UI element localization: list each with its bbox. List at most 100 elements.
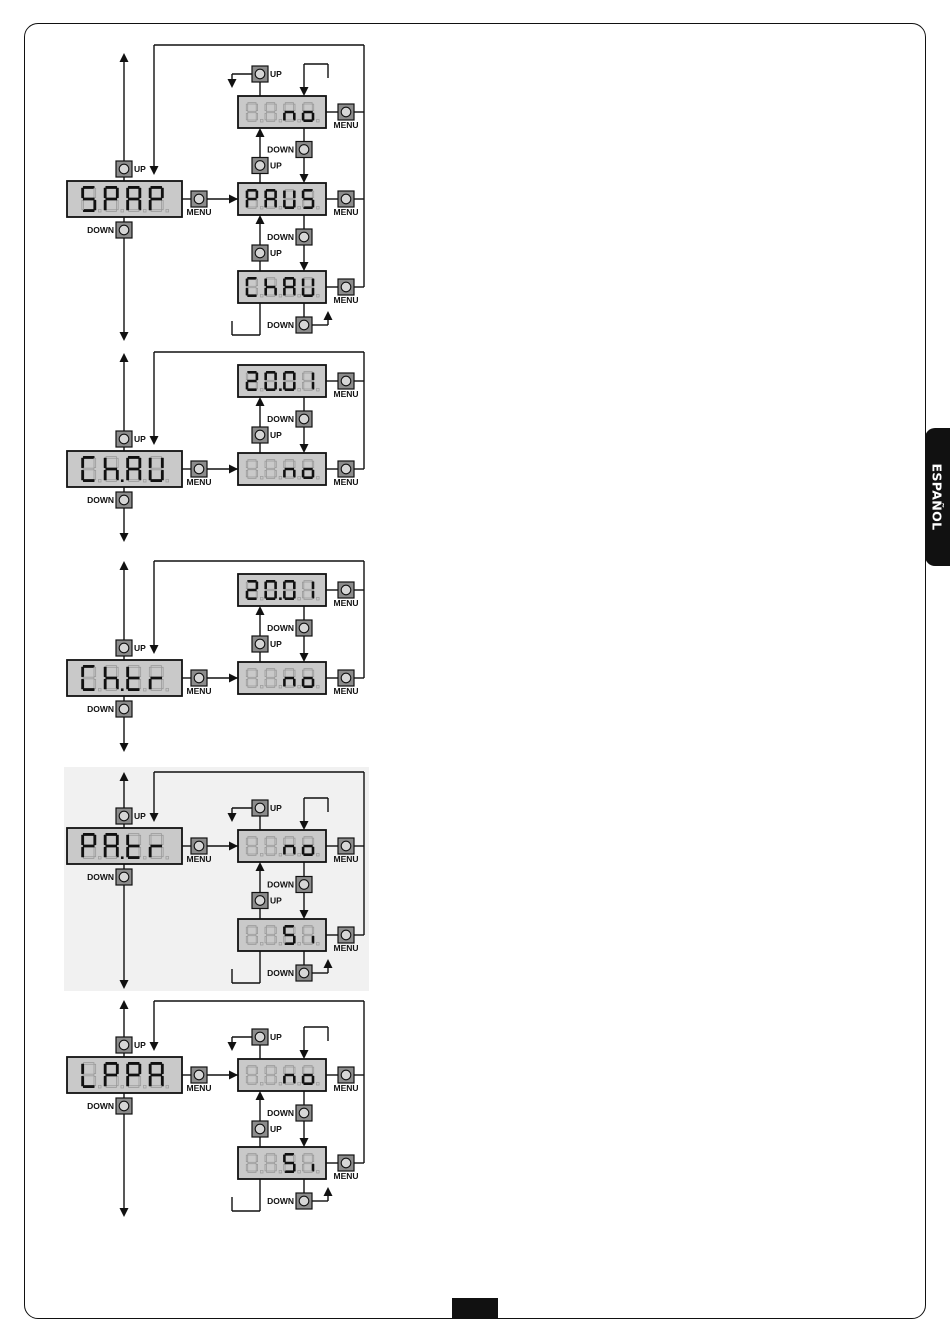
segment-on [266,198,275,201]
seven-segment-display: no [238,830,326,862]
push-button-icon [338,279,354,295]
push-button-icon [252,427,268,443]
segment-on [150,1074,162,1077]
button-cap [299,145,309,155]
segment-on [246,382,249,390]
segment-on [93,200,96,210]
segment-on [116,188,119,198]
segment-on [128,1062,140,1065]
menu-label: MENU [186,686,211,696]
segment-on [104,188,107,198]
segment-on [283,113,286,121]
arrow-icon [150,1042,159,1051]
button-cap [119,1101,129,1111]
segment-on [283,591,286,599]
segment-on [285,111,294,114]
segment-on [283,191,286,199]
segment-on [246,279,249,287]
segment-on [293,679,296,687]
arrow-icon [120,743,129,752]
button-cap [119,643,129,653]
button-cap [255,896,265,906]
segment-on [149,458,152,468]
down-label: DOWN [267,623,294,633]
push-button-icon [191,838,207,854]
arrow-icon [120,561,129,570]
segment-on [104,470,107,480]
seven-segment-display: no [238,1059,326,1091]
menu-label: MENU [333,1083,358,1093]
segment-on [303,845,312,848]
segment-on [126,458,129,468]
segment-on [266,286,275,289]
down-label: DOWN [87,872,114,882]
segment-on [302,113,305,121]
segment-on [285,934,294,937]
segment-on [161,1064,164,1074]
segment-on [126,1076,129,1086]
segment-on [247,580,256,583]
segment-on [274,382,277,390]
arrow-icon [300,262,309,271]
down-label: DOWN [267,320,294,330]
display-body [238,830,326,862]
push-button-icon [338,191,354,207]
seven-segment-display: ChAU [238,271,326,303]
arrow-icon [256,215,265,224]
segment-on [293,1164,296,1172]
button-cap [299,414,309,424]
button-cap [255,803,265,813]
segment-on [264,373,267,381]
menu-label: MENU [186,477,211,487]
segment-on [312,1164,315,1172]
push-button-icon [116,701,132,717]
seven-segment-display: Ch.tr [67,660,182,696]
button-cap [341,464,351,474]
down-label: DOWN [267,1108,294,1118]
segment-on [302,1076,305,1084]
arrow-icon [300,174,309,183]
push-button-icon [338,838,354,854]
segment-on [104,458,107,468]
segment-on [149,1076,152,1086]
segment-on [83,845,95,848]
button-cap [194,1070,204,1080]
segment-on [116,470,119,480]
down-label: DOWN [267,145,294,155]
decimal-point [121,688,124,691]
push-button-icon [116,431,132,447]
push-button-icon [338,104,354,120]
segment-on [161,470,164,480]
button-cap [341,585,351,595]
segment-on [247,198,256,201]
segment-on [138,458,141,468]
segment-on [150,677,162,680]
button-cap [299,968,309,978]
push-button-icon [338,927,354,943]
segment-on [274,373,277,381]
menu-label: MENU [333,389,358,399]
segment-on [264,200,267,208]
arrow-icon [229,195,238,204]
segment-on [126,1064,129,1074]
segment-on [264,382,267,390]
segment-on [138,200,141,210]
arrow-icon [324,311,333,320]
button-cap [194,841,204,851]
seven-segment-display: Si [238,919,326,951]
segment-on [283,200,286,208]
segment-on [285,942,294,945]
segment-on [150,186,162,189]
arrow-icon [120,1208,129,1217]
segment-on [285,597,294,600]
arrow-icon [300,87,309,96]
segment-on [264,279,267,287]
button-cap [119,225,129,235]
decimal-point [121,479,124,482]
push-button-icon [338,373,354,389]
button-cap [255,248,265,258]
segment-on [105,833,117,836]
segment-on [138,1064,141,1074]
segment-on [247,277,256,280]
segment-on [83,688,95,691]
